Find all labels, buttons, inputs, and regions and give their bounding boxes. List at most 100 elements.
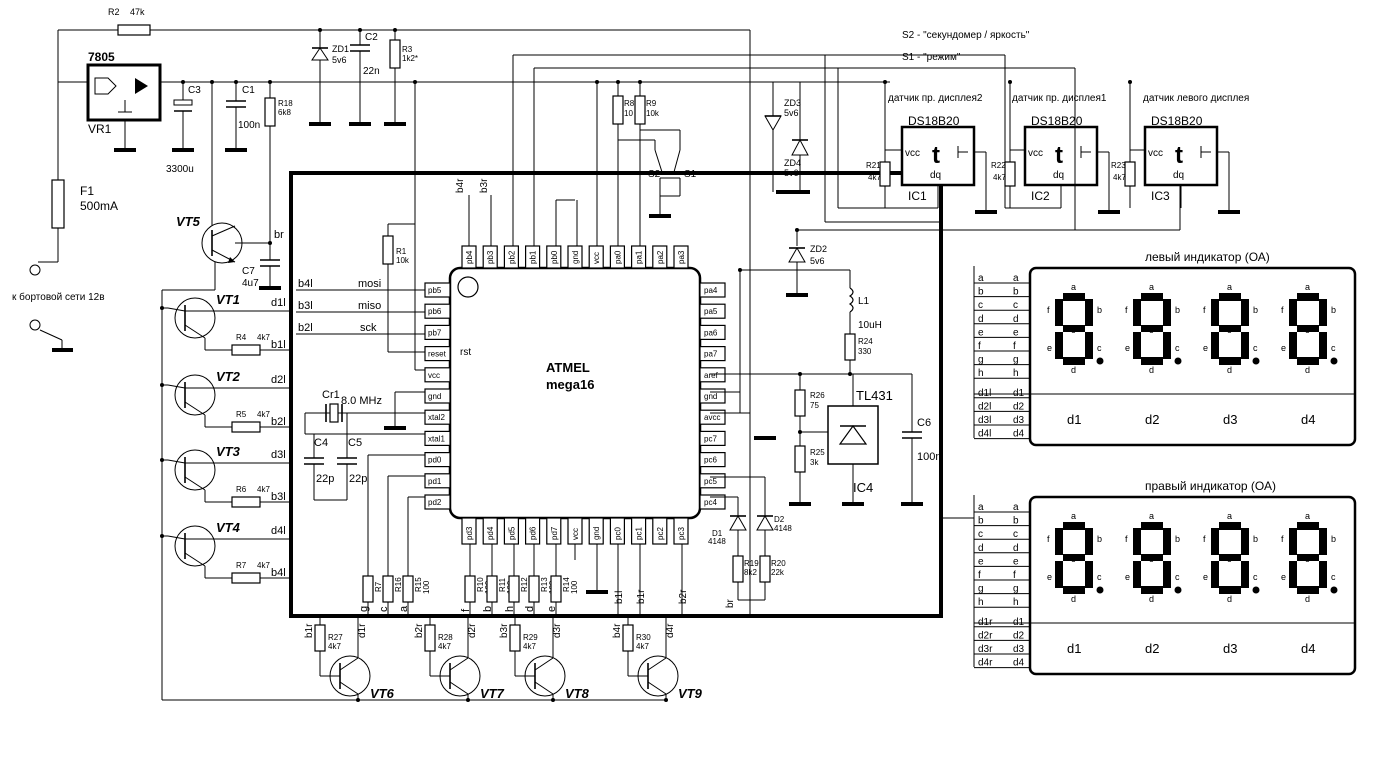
zd1-diode <box>311 47 329 61</box>
net-b-label: b1l <box>271 339 286 351</box>
mcu-pin-right <box>699 367 726 383</box>
resistor-r8 <box>612 95 624 125</box>
base-resistor-value: 4k7 <box>257 485 270 494</box>
segment-b <box>1085 528 1093 555</box>
zd4-label: ZD4 <box>784 158 801 168</box>
seg-label-d: d <box>1227 365 1232 375</box>
pullup-value: 4k7 <box>1113 173 1126 182</box>
junction <box>318 28 322 32</box>
net-miso: miso <box>358 300 381 312</box>
seg-label-g: g <box>1071 323 1076 333</box>
mcu-pin-bottom <box>673 517 689 545</box>
mcu-pin-label-left: pd1 <box>428 477 442 486</box>
segment-letter: a <box>398 605 410 612</box>
mcu-pin-right <box>699 346 726 362</box>
mcu-pin-right <box>699 282 726 298</box>
display-pin-left: d <box>978 314 984 325</box>
mcu-pin-left <box>424 303 451 319</box>
net-b3r: b3r <box>479 178 490 193</box>
r24-value: 330 <box>858 347 872 356</box>
seg-label-b: b <box>1253 305 1258 315</box>
transistor-emitter <box>167 307 186 312</box>
c1-value: 100n <box>238 120 260 131</box>
seg-label-e: e <box>1047 572 1052 582</box>
transistor-emitter <box>449 681 469 695</box>
sensor1-label: датчик пр. дисплея1 <box>1012 93 1107 104</box>
seg-label-b: b <box>1097 305 1102 315</box>
segment-g <box>1063 325 1085 332</box>
mcu-pin-label-bottom: pc0 <box>613 527 622 540</box>
transistor-label: VT8 <box>565 686 590 701</box>
segment-dp <box>1330 586 1338 594</box>
switch-s1 <box>673 149 681 173</box>
segment-dp <box>1252 586 1260 594</box>
junction <box>181 80 185 84</box>
display-pin-right: g <box>1013 584 1019 595</box>
transistor-collector <box>449 657 469 671</box>
r8-label: R8 <box>624 99 635 108</box>
base-resistor-value: 4k7 <box>257 561 270 570</box>
junction <box>883 80 887 84</box>
segment-a <box>1063 522 1085 530</box>
mcu-pin-top <box>673 245 689 269</box>
mcu-pin-label-left: reset <box>428 350 447 359</box>
mcu-pin-label-right: aref <box>704 371 719 380</box>
mcu-rst: rst <box>460 347 471 358</box>
cr1-label: Cr1 <box>322 389 340 401</box>
mcu-pin-left <box>424 430 451 446</box>
mcu-pin-label-bottom: pd3 <box>465 526 474 540</box>
base-resistor-value: 4k7 <box>257 410 270 419</box>
mcu-pin-label-top: pa0 <box>613 250 622 264</box>
display-pin-right: d1 <box>1013 617 1025 628</box>
mcu-pin-right <box>699 452 726 468</box>
display-pin-right: a <box>1013 502 1019 513</box>
junction <box>1008 80 1012 84</box>
resistor-r2 <box>117 24 151 36</box>
display-pin-left: d4l <box>978 429 991 440</box>
display-pin-left: h <box>978 368 984 379</box>
display-pin-left: d2r <box>978 630 993 641</box>
segment-e <box>1211 561 1219 588</box>
seg-label-a: a <box>1305 511 1310 521</box>
mcu-pin-right <box>699 430 726 446</box>
mcu-pin-left <box>424 324 451 340</box>
base-resistor-label: R4 <box>236 333 247 342</box>
r18-value: 6k8 <box>278 108 291 117</box>
display-pin-right: d4 <box>1013 658 1025 669</box>
net-sck: sck <box>360 322 377 334</box>
mcu-pin-label-top: pb2 <box>507 250 516 264</box>
transistor-label: VT2 <box>216 369 241 384</box>
digit-label: d1 <box>1067 412 1081 427</box>
sensor-dq-label: dq <box>1053 170 1064 181</box>
segment-c <box>1241 332 1249 359</box>
display-pin-left: f <box>978 341 981 352</box>
segment-c <box>1163 561 1171 588</box>
net-bottom-label: b1r <box>636 589 647 604</box>
net-vt-b: b1r <box>304 623 315 638</box>
segment-a <box>1063 293 1085 301</box>
junction <box>798 430 802 434</box>
seg-label-f: f <box>1281 534 1284 544</box>
net-vt-d: d4r <box>665 623 676 638</box>
seg-label-a: a <box>1071 511 1076 521</box>
segment-c <box>1319 332 1327 359</box>
display-body <box>1028 495 1357 676</box>
mcu-pin-label-bottom: pc2 <box>656 527 665 540</box>
zd4-diode <box>791 138 809 156</box>
display-pin-right: b <box>1013 516 1019 527</box>
transistor-collector <box>184 476 206 491</box>
display-pin-left: f <box>978 570 981 581</box>
board-outline <box>289 171 943 618</box>
seg-label-e: e <box>1125 572 1130 582</box>
seg-label-b: b <box>1175 305 1180 315</box>
display-pin-left: b <box>978 287 984 298</box>
resistor-r9 <box>634 95 646 125</box>
base-resistor-value: 4k7 <box>523 642 536 651</box>
display-pin-left: d <box>978 543 984 554</box>
base-resistor-value: 4k7 <box>636 642 649 651</box>
wire <box>39 329 63 341</box>
pullup-value: 4k7 <box>868 173 881 182</box>
seg-label-a: a <box>1305 282 1310 292</box>
seg-label-d: d <box>1149 594 1154 604</box>
display-pin-left: d3r <box>978 644 993 655</box>
